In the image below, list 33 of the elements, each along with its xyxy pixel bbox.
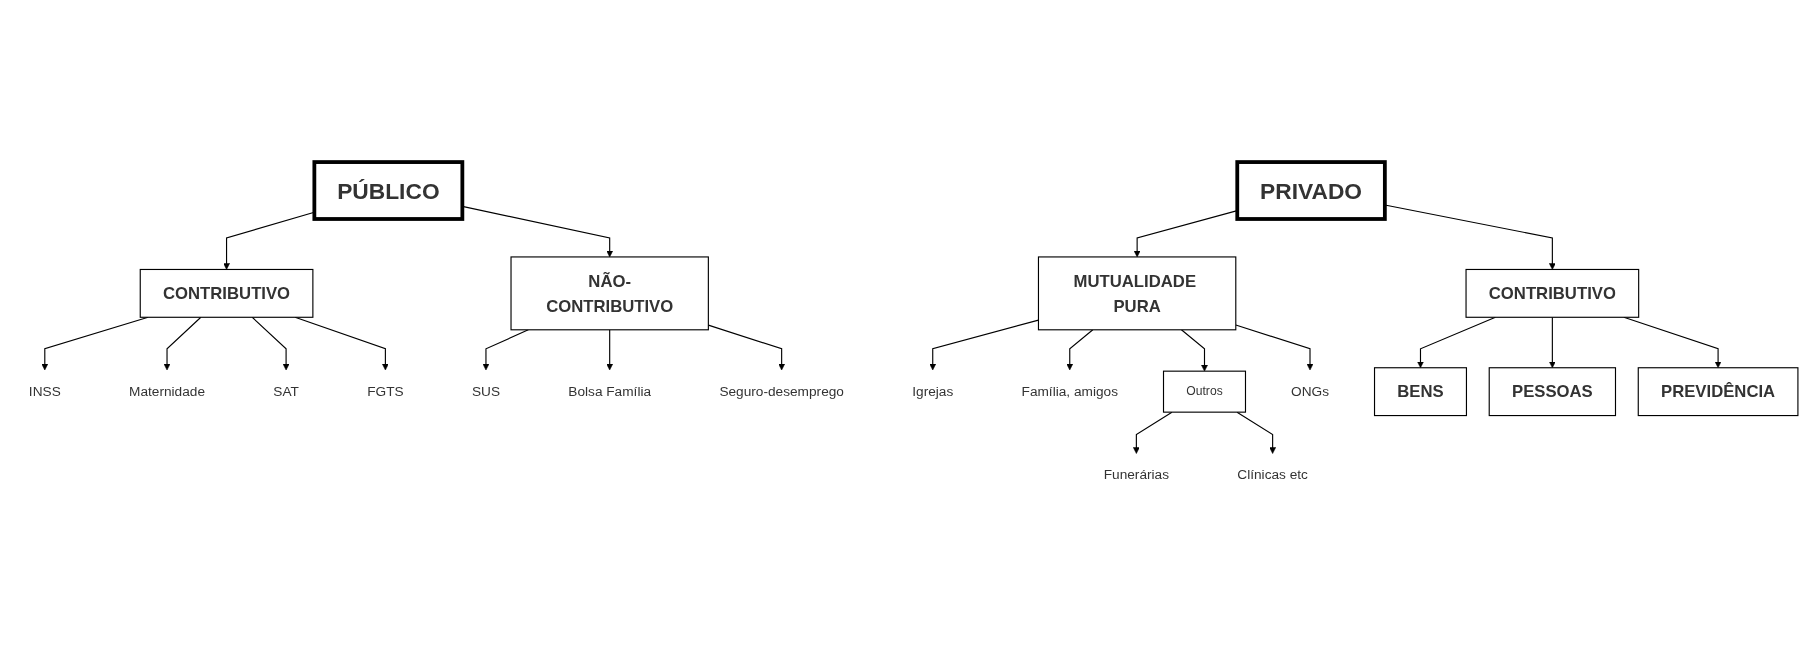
node-text: Bolsa Família	[568, 383, 652, 399]
arrow	[1235, 324, 1314, 371]
node-box: PRIVADO	[1235, 160, 1387, 221]
node-text: INSS	[28, 383, 61, 399]
node-text: FGTS	[367, 383, 404, 399]
node-text: Funerárias	[1103, 467, 1170, 483]
node-text: Família, amigos	[1021, 383, 1118, 399]
node-box: CONTRIBUTIVO	[139, 268, 314, 318]
node-box: PÚBLICO	[312, 160, 465, 221]
node-box: NÃO-CONTRIBUTIVO	[510, 256, 709, 331]
node-box: Outros	[1162, 370, 1247, 413]
arrow	[482, 329, 529, 371]
node-box: CONTRIBUTIVO	[1465, 268, 1640, 318]
arrow	[1549, 316, 1556, 369]
node-text: Maternidade	[129, 383, 205, 399]
arrow	[163, 316, 202, 371]
node-text: Clínicas etc	[1237, 467, 1308, 483]
arrow	[1066, 329, 1094, 371]
node-box: MUTUALIDADE PURA	[1037, 256, 1237, 331]
arrow	[1133, 411, 1173, 454]
node-text: Seguro-desemprego	[719, 383, 844, 399]
arrow	[1417, 316, 1496, 369]
node-box: BENS	[1373, 367, 1467, 417]
node-text: SAT	[273, 383, 299, 399]
arrow	[606, 329, 614, 371]
arrow	[251, 316, 290, 371]
arrow	[1236, 411, 1276, 454]
node-box: PREVIDÊNCIA	[1637, 367, 1799, 417]
node-text: SUS	[471, 383, 500, 399]
node-box: PESSOAS	[1488, 367, 1617, 417]
node-text: Igrejas	[912, 383, 954, 399]
node-text: ONGs	[1291, 383, 1329, 399]
arrow	[1180, 329, 1208, 372]
